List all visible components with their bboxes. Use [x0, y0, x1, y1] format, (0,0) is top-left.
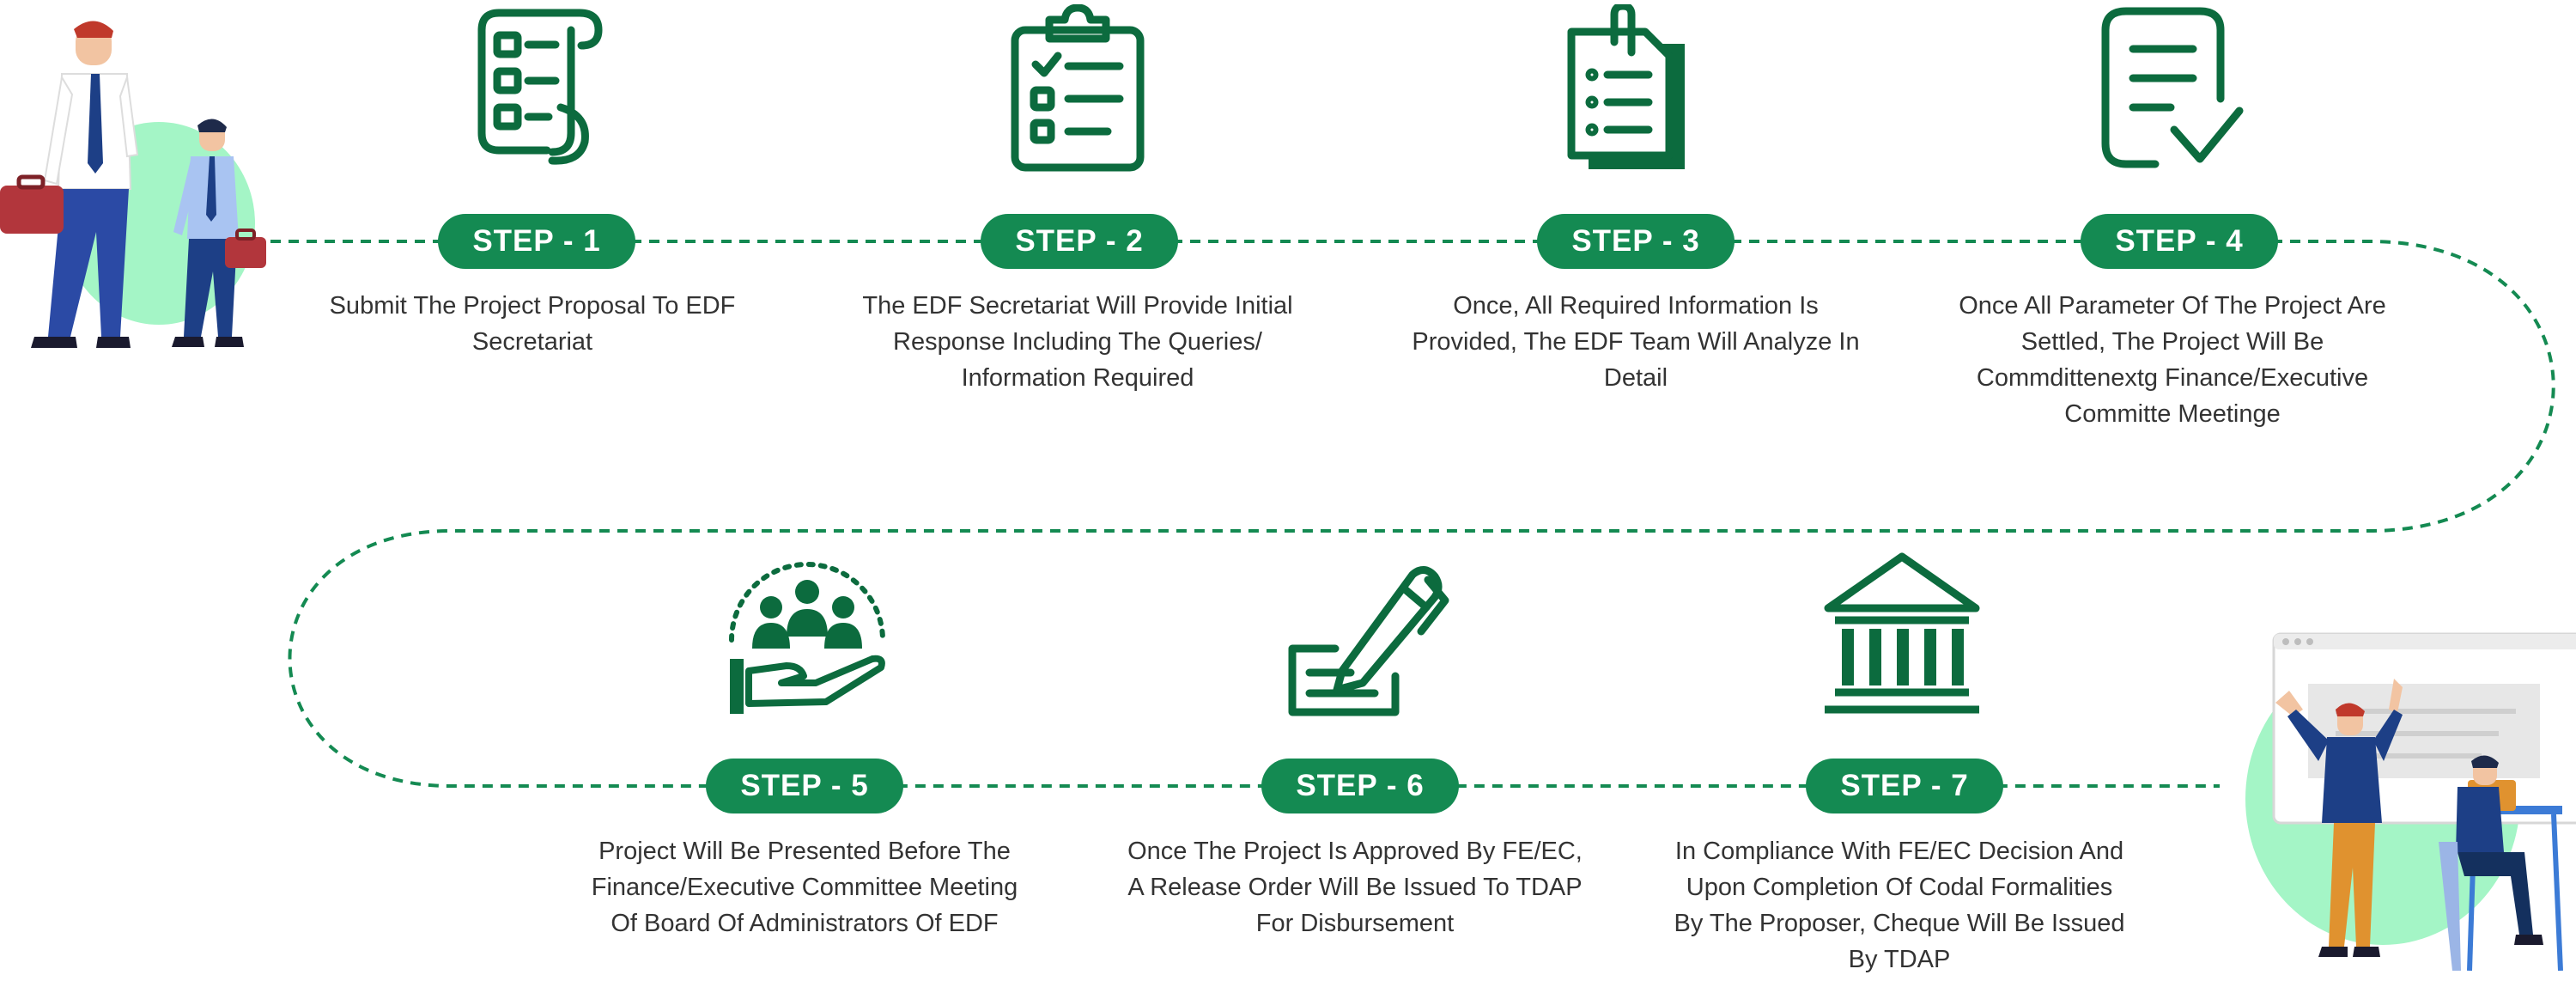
- step-7-badge: STEP - 7: [1806, 759, 2003, 813]
- description-line: By TDAP: [1848, 946, 1951, 973]
- description-line: Project Will Be Presented Before The: [598, 838, 1011, 865]
- description-line: Upon Completion Of Codal Formalities: [1686, 874, 2113, 901]
- browser-window: [2272, 632, 2576, 825]
- checklist-scroll-icon: [477, 9, 603, 165]
- description-line: Settled, The Project Will Be: [2020, 328, 2324, 356]
- seated-man-with-laptop: [2439, 755, 2563, 972]
- description-line: Commdittenextg Finance/Executive: [1976, 364, 2369, 392]
- step-1-description: Submit The Project Proposal To EDF Secre…: [275, 288, 790, 360]
- step-2-badge: STEP - 2: [981, 214, 1178, 269]
- step-3-description: Once, All Required Information Is Provid…: [1378, 288, 1893, 396]
- businessmen-illustration: [0, 21, 266, 348]
- step-7-description: In Compliance With FE/EC Decision And Up…: [1642, 833, 2157, 978]
- bank-building-icon: [1824, 552, 1980, 714]
- celebrating-team-illustration: [2245, 632, 2576, 972]
- signing-cheque-icon: [1288, 566, 1449, 716]
- description-line: Once All Parameter Of The Project Are: [1959, 292, 2386, 320]
- step-6-description: Once The Project Is Approved By FE/EC, A…: [1097, 833, 1613, 941]
- description-line: Submit The Project Proposal To EDF: [329, 292, 736, 320]
- description-line: The EDF Secretariat Will Provide Initial: [862, 292, 1293, 320]
- clipped-document-icon: [1567, 4, 1685, 169]
- description-line: Once, All Required Information Is: [1453, 292, 1819, 320]
- step-4-badge: STEP - 4: [2081, 214, 2278, 269]
- step-6-badge: STEP - 6: [1261, 759, 1459, 813]
- description-line: By The Proposer, Cheque Will Be Issued: [1674, 910, 2125, 937]
- description-line: In Compliance With FE/EC Decision And: [1674, 838, 2124, 865]
- step-1-badge: STEP - 1: [438, 214, 635, 269]
- step-2-description: The EDF Secretariat Will Provide Initial…: [820, 288, 1335, 396]
- businessman-short: [172, 119, 266, 347]
- description-line: Response Including The Queries/: [893, 328, 1262, 356]
- celebrating-man: [2275, 679, 2403, 957]
- approved-document-icon: [2101, 7, 2244, 168]
- step-4-description: Once All Parameter Of The Project Are Se…: [1915, 288, 2430, 432]
- clipboard-checklist-icon: [1011, 4, 1145, 172]
- dashed-connector-line: [270, 240, 2555, 788]
- description-line: Secretariat: [471, 328, 593, 356]
- description-line: For Disbursement: [1255, 910, 1455, 937]
- step-3-badge: STEP - 3: [1537, 214, 1735, 269]
- description-line: Detail: [1603, 364, 1668, 392]
- description-line: Provided, The EDF Team Will Analyze In: [1412, 328, 1860, 356]
- businessman-tall: [0, 21, 139, 348]
- step-5-description: Project Will Be Presented Before The Fin…: [547, 833, 1062, 941]
- committee-presentation-icon: [729, 562, 885, 714]
- description-line: Once The Project Is Approved By FE/EC,: [1127, 838, 1583, 865]
- description-line: Information Required: [961, 364, 1194, 392]
- description-line: Finance/Executive Committee Meeting: [591, 874, 1018, 901]
- description-line: A Release Order Will Be Issued To TDAP: [1127, 874, 1583, 901]
- description-line: Of Board Of Administrators Of EDF: [611, 910, 999, 937]
- step-5-badge: STEP - 5: [706, 759, 903, 813]
- description-line: Committe Meetinge: [2064, 400, 2281, 428]
